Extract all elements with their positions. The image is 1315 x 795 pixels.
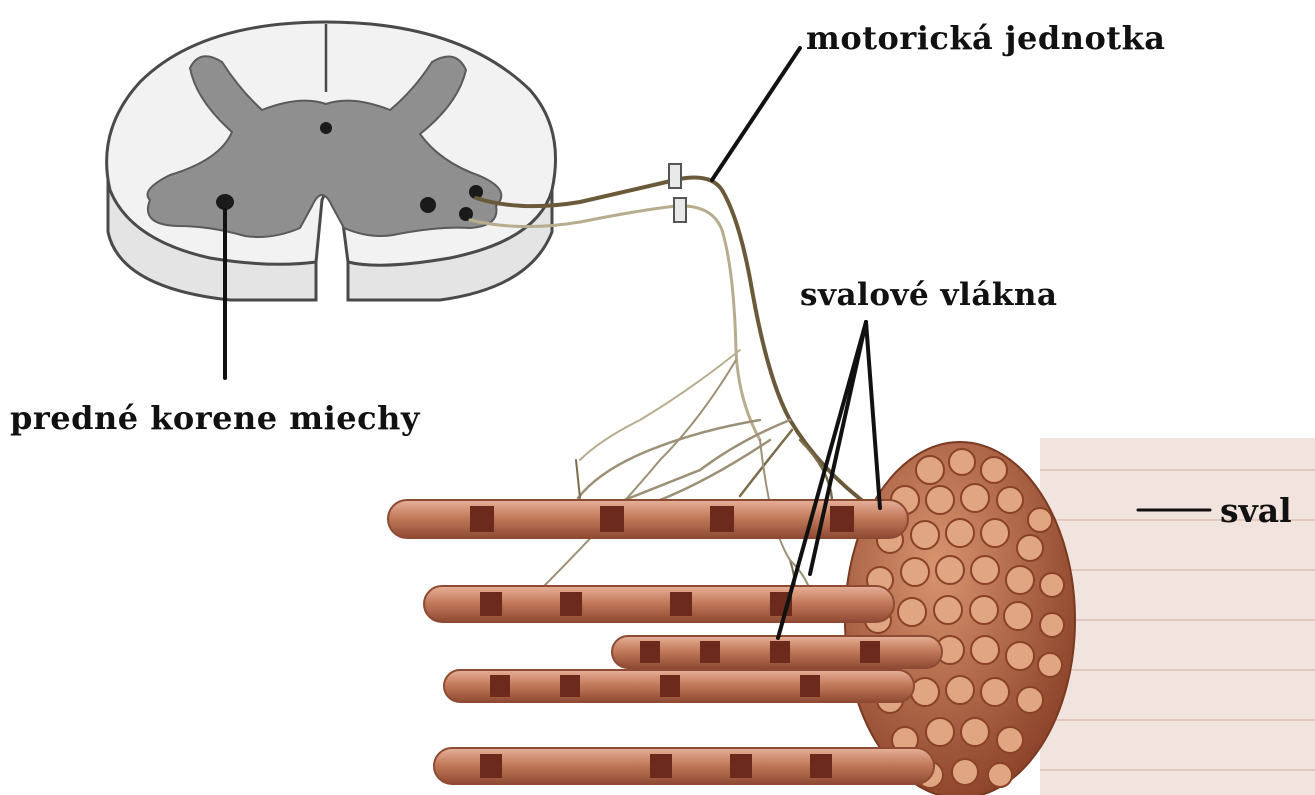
motor-neuron-right-1 [420,197,436,213]
label-anterior-roots: predné korene miechy [10,402,420,434]
muscle-fiber [612,636,942,668]
muscle-fiber [424,586,894,622]
spinal-cord-section [107,22,556,300]
nerve-branch [576,460,580,498]
label-muscle-fibers: svalové vlákna [800,280,1058,311]
leader-muscle-fibers-2 [866,322,880,508]
nerve-branch [580,350,740,460]
leader-motor-unit [712,48,800,180]
muscle-fiber [434,748,934,784]
label-muscle: sval [1220,494,1292,527]
nerve-branch [578,420,760,498]
central-canal [320,122,332,134]
nerve-branch [660,440,770,500]
label-motor-unit: motorická jednotka [806,22,1165,54]
muscle-fiber [388,500,908,538]
muscle-fiber [444,670,914,702]
root-marker-lower [674,198,686,222]
nerve-branch [540,360,736,590]
motor-neuron-left [216,194,234,210]
root-marker-upper [669,164,681,188]
